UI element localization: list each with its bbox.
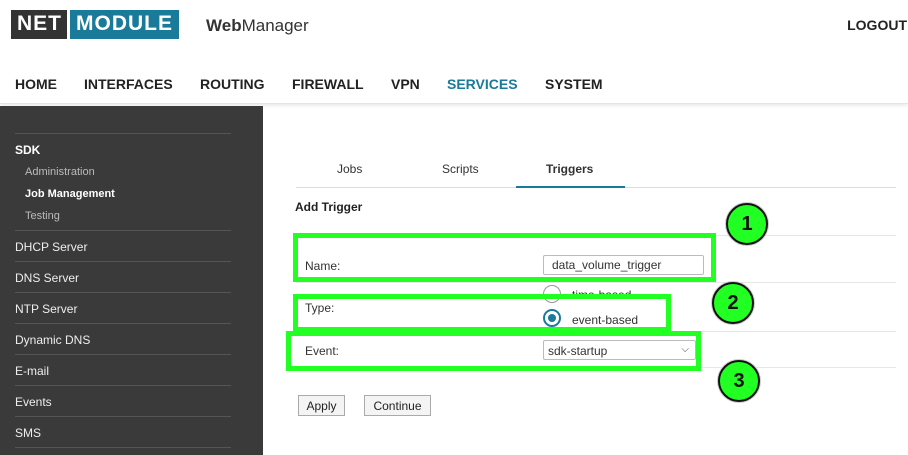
- app-name: WebManager: [206, 16, 309, 36]
- sidebar-item-events[interactable]: Events: [15, 395, 52, 409]
- sidebar-sub-testing[interactable]: Testing: [25, 210, 60, 222]
- logo-module: MODULE: [70, 10, 179, 39]
- form-divider: [296, 331, 896, 332]
- sidebar-item-dns-server[interactable]: DNS Server: [15, 271, 80, 285]
- sidebar-divider: [15, 323, 231, 324]
- type-radio-event-based[interactable]: [543, 309, 561, 327]
- event-select[interactable]: sdk-startup ⌵: [543, 340, 696, 360]
- annotation-badge-1: 1: [726, 203, 768, 245]
- sidebar-section-sdk[interactable]: SDK: [15, 143, 41, 157]
- event-label: Event:: [305, 344, 340, 358]
- sidebar-divider: [15, 133, 231, 134]
- type-label: Type:: [305, 301, 335, 315]
- apply-button[interactable]: Apply: [298, 395, 345, 416]
- tab-active-indicator: [516, 186, 625, 188]
- type-option-event-based-label: event-based: [572, 313, 639, 327]
- chevron-down-icon: ⌵: [681, 344, 689, 355]
- sidebar-item-email[interactable]: E-mail: [15, 364, 50, 378]
- form-divider: [296, 235, 896, 236]
- nav-routing[interactable]: ROUTING: [200, 76, 265, 92]
- sidebar-divider: [15, 447, 231, 448]
- nav-firewall[interactable]: FIREWALL: [292, 76, 364, 92]
- app-name-rest: Manager: [241, 16, 309, 35]
- tab-scripts[interactable]: Scripts: [442, 162, 479, 176]
- type-option-time-based-label: time-based: [572, 288, 632, 302]
- nav-services[interactable]: SERVICES: [447, 76, 518, 92]
- sidebar-divider: [15, 416, 231, 417]
- sidebar-item-dynamic-dns[interactable]: Dynamic DNS: [15, 333, 91, 347]
- nav-system[interactable]: SYSTEM: [545, 76, 603, 92]
- form-title: Add Trigger: [295, 200, 363, 214]
- sidebar-item-sms[interactable]: SMS: [15, 426, 42, 440]
- sidebar-divider: [15, 230, 231, 231]
- tab-jobs[interactable]: Jobs: [337, 162, 363, 176]
- sidebar: SDK Administration Job Management Testin…: [0, 106, 263, 455]
- form-divider: [296, 282, 896, 283]
- annotation-badge-3: 3: [718, 360, 760, 402]
- sidebar-divider: [15, 292, 231, 293]
- sidebar-item-dhcp-server[interactable]: DHCP Server: [15, 240, 88, 254]
- logout-link[interactable]: LOGOUT: [847, 17, 907, 33]
- name-label: Name:: [305, 259, 341, 273]
- nav-home[interactable]: HOME: [15, 76, 57, 92]
- nav-vpn[interactable]: VPN: [391, 76, 420, 92]
- annotation-badge-2: 2: [712, 282, 754, 324]
- form-divider: [296, 367, 896, 368]
- type-radio-time-based[interactable]: [543, 285, 561, 303]
- nav-interfaces[interactable]: INTERFACES: [84, 76, 173, 92]
- sidebar-sub-job-management[interactable]: Job Management: [25, 188, 115, 200]
- sidebar-divider: [15, 261, 231, 262]
- netmodule-logo: NET MODULE: [11, 10, 179, 39]
- sidebar-sub-administration[interactable]: Administration: [25, 166, 95, 178]
- sidebar-item-ntp-server[interactable]: NTP Server: [15, 302, 78, 316]
- continue-button[interactable]: Continue: [364, 395, 431, 416]
- event-select-value: sdk-startup: [548, 344, 608, 358]
- name-input[interactable]: [543, 255, 704, 275]
- tab-triggers[interactable]: Triggers: [546, 162, 594, 176]
- logo-net: NET: [11, 10, 67, 39]
- top-nav: HOME INTERFACES ROUTING FIREWALL VPN SER…: [0, 64, 908, 104]
- sidebar-divider: [15, 354, 231, 355]
- app-name-bold: Web: [206, 16, 242, 35]
- sidebar-divider: [15, 385, 231, 386]
